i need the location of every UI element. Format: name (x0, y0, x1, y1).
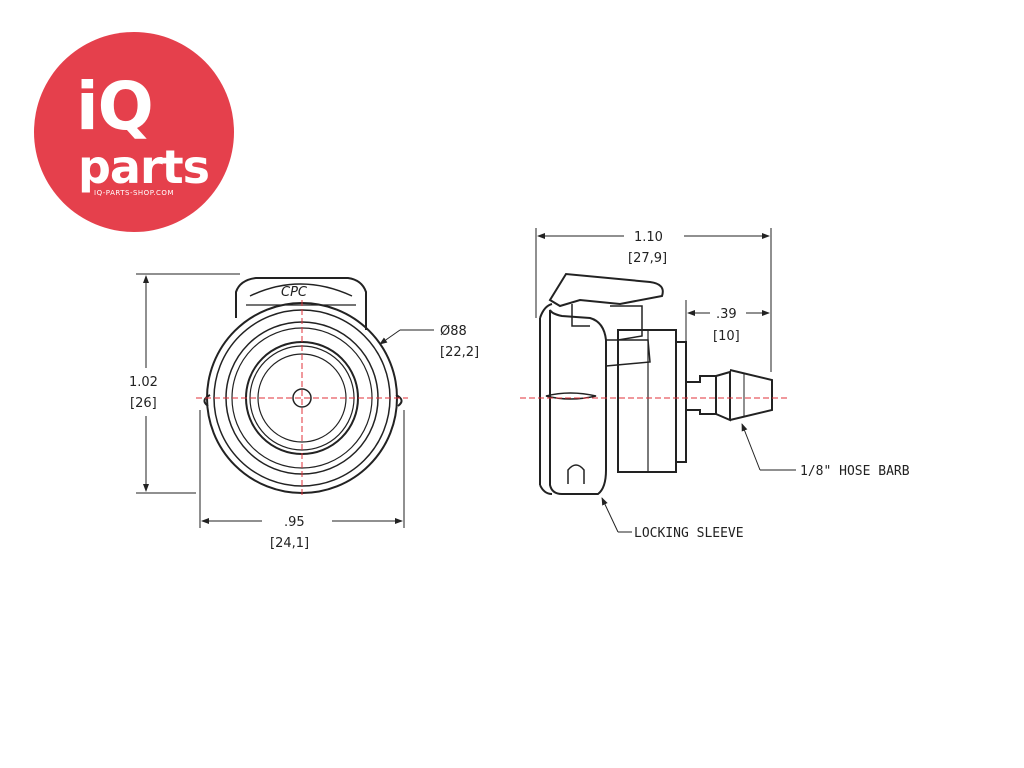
diameter-leader (379, 329, 434, 345)
barb-length-dimension (685, 300, 770, 342)
locking-sleeve-label: LOCKING SLEEVE (634, 526, 744, 541)
diameter-mm-label: [22,2] (440, 345, 479, 360)
hose-barb-label: 1/8" HOSE BARB (800, 464, 910, 479)
width-inch-label: .95 (284, 515, 305, 530)
height-dimension (136, 273, 240, 494)
diameter-inch-label: Ø88 (440, 324, 467, 339)
length-dimension (535, 228, 772, 372)
length-inch-label: 1.10 (634, 230, 663, 245)
iq-parts-logo: iQ parts IQ-PARTS-SHOP.COM (34, 32, 234, 232)
logo-parts-text: parts (78, 140, 210, 194)
logo-iq-text: iQ (76, 68, 154, 145)
height-inch-label: 1.02 (129, 375, 158, 390)
barb-mm-label: [10] (713, 329, 740, 344)
height-mm-label: [26] (130, 396, 157, 411)
cap-logo-text: CPC (281, 285, 308, 300)
locking-sleeve-leader (601, 497, 632, 533)
logo-url-text: IQ-PARTS-SHOP.COM (94, 189, 174, 197)
side-view (539, 272, 773, 495)
front-view (203, 277, 403, 494)
width-dimension (199, 410, 405, 528)
length-mm-label: [27,9] (628, 251, 667, 266)
barb-inch-label: .39 (716, 307, 737, 322)
front-centerlines (196, 300, 408, 495)
hose-barb-leader (741, 423, 796, 471)
width-mm-label: [24,1] (270, 536, 309, 551)
